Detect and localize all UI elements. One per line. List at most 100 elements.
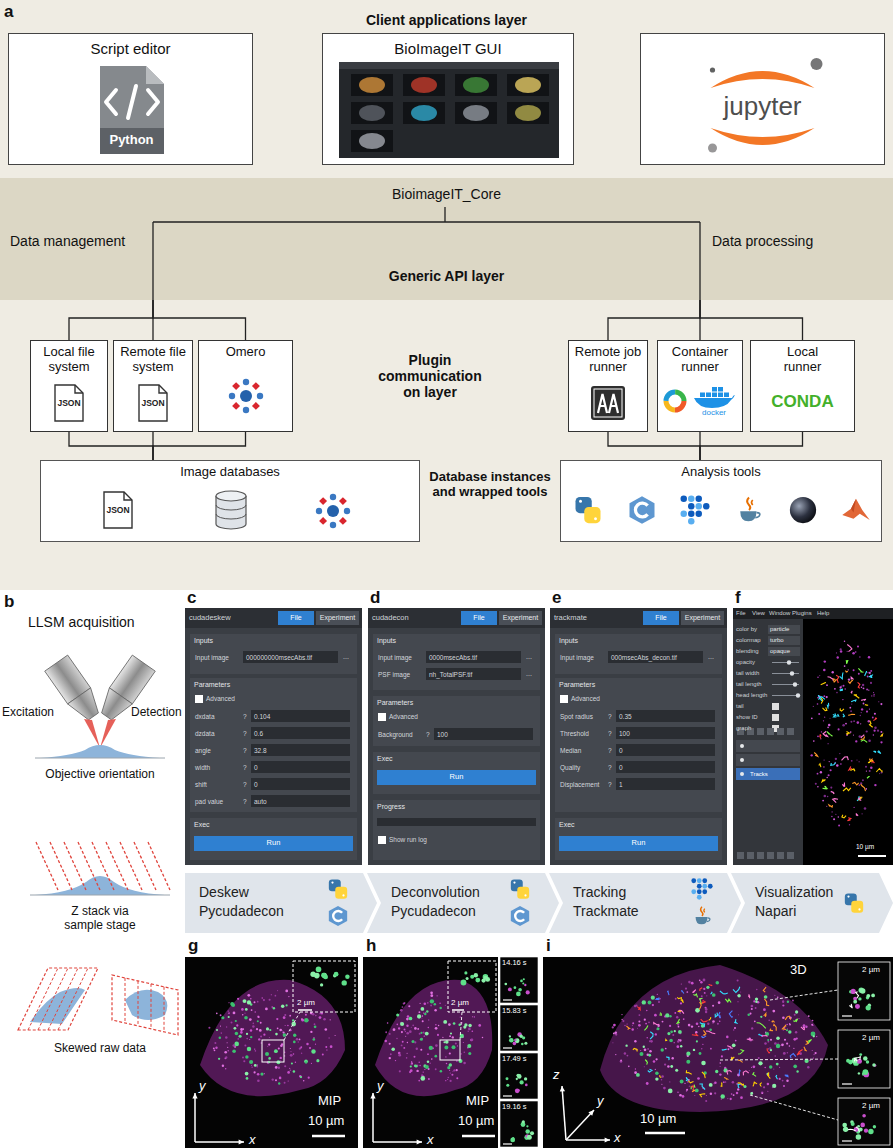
image-spot	[866, 770, 867, 771]
image-spot	[750, 1092, 753, 1095]
image-spot	[869, 770, 871, 772]
image-spot	[257, 1066, 259, 1068]
image-spot	[249, 1039, 250, 1040]
ui-param-name: Spot radius	[560, 713, 593, 720]
image-spot	[624, 1025, 626, 1027]
image-spot	[274, 1049, 278, 1053]
ui-checkbox-label: Show run log	[389, 836, 427, 843]
image-spot	[638, 1021, 640, 1023]
image-spot	[231, 1022, 232, 1023]
particle-track	[819, 764, 821, 767]
viewer-slider-knob	[790, 671, 794, 675]
image-spot	[836, 692, 838, 694]
axis-arrowhead	[370, 1093, 375, 1098]
ui-param-name: pad value	[195, 798, 223, 805]
image-spot	[257, 1016, 259, 1018]
image-spot	[455, 1043, 457, 1045]
image-spot	[795, 1010, 798, 1013]
image-spot	[405, 1036, 406, 1037]
image-spot	[850, 731, 852, 733]
image-spot	[813, 1054, 814, 1055]
graphic-part	[403, 102, 445, 124]
py-logo	[573, 495, 603, 525]
particle-track	[682, 1000, 684, 1003]
graphic-part	[100, 66, 164, 154]
image-spot	[284, 1014, 286, 1016]
graphic-part	[811, 58, 823, 70]
graphic-part	[330, 494, 336, 500]
ui-help: ?	[608, 747, 612, 754]
axis-label: x	[614, 1131, 621, 1146]
viewer-control-label: color by	[736, 626, 757, 633]
particle-track	[854, 1058, 857, 1061]
image-spot	[866, 730, 868, 732]
image-spot	[278, 1067, 280, 1069]
image-spot	[228, 1050, 229, 1051]
image-spot	[526, 990, 530, 994]
image-spot	[435, 1044, 438, 1047]
ui-field-label: PSF image	[378, 671, 410, 678]
image-spot	[858, 997, 861, 1000]
image-spot	[764, 995, 768, 999]
image-spot	[389, 1057, 391, 1059]
image-spot	[728, 1049, 730, 1051]
graphic-part	[359, 133, 385, 149]
image-spot	[325, 1028, 328, 1031]
image-spot	[285, 990, 288, 993]
image-spot	[244, 1044, 246, 1046]
image-spot	[254, 1001, 256, 1003]
image-spot	[851, 704, 852, 705]
image-spot	[395, 1060, 396, 1061]
inset-leader	[720, 1059, 838, 1060]
image-spot	[782, 1016, 785, 1019]
light-sheet	[164, 987, 165, 1032]
particle-track	[693, 990, 696, 993]
image-spot	[821, 731, 822, 732]
image-spot	[732, 1081, 735, 1084]
image-spot	[670, 1030, 673, 1033]
graphic-part	[688, 518, 695, 525]
image-spot	[445, 1056, 446, 1057]
image-spot	[737, 1001, 738, 1002]
ui-input	[616, 710, 715, 722]
graphic-part	[740, 511, 756, 521]
image-spot	[612, 1042, 613, 1043]
scale-bar	[312, 1135, 345, 1138]
ui-param-value: 0.104	[254, 713, 270, 720]
ui-section-heading: Inputs	[377, 637, 396, 645]
image-spot	[815, 1052, 817, 1054]
image-spot	[410, 1065, 412, 1067]
image-spot	[216, 1029, 218, 1031]
image-spot	[677, 1024, 679, 1026]
logo-text: CONDA	[751, 392, 854, 412]
cell-body	[200, 980, 345, 1096]
panel-letter: h	[366, 936, 376, 956]
inset-frame	[838, 1030, 890, 1088]
image-spot	[471, 1030, 473, 1032]
image-spot	[522, 1120, 525, 1123]
image-spot	[461, 1053, 462, 1054]
particle-track	[739, 1070, 740, 1076]
image-spot	[849, 707, 851, 709]
particle-track	[820, 734, 821, 738]
image-spot	[252, 1025, 255, 1028]
illustration-label: Skewed raw data	[30, 1042, 170, 1056]
ui-param-value: 100	[437, 731, 448, 738]
image-spot	[249, 1018, 252, 1021]
image-spot	[414, 1041, 416, 1043]
image-spot	[258, 1016, 260, 1018]
image-spot	[516, 1074, 519, 1077]
icon-text: JSON	[54, 399, 84, 409]
image-spot	[760, 1016, 762, 1018]
particle-track	[759, 1034, 762, 1036]
light-sheet	[125, 978, 126, 1023]
image-spot	[225, 1068, 226, 1069]
image-spot	[428, 1027, 429, 1028]
image-spot	[866, 788, 868, 790]
image-spot	[755, 1007, 757, 1009]
image-spot	[862, 779, 864, 781]
icon-text: Python	[100, 133, 164, 148]
image-spot	[636, 1005, 638, 1007]
image-spot	[330, 1019, 331, 1020]
